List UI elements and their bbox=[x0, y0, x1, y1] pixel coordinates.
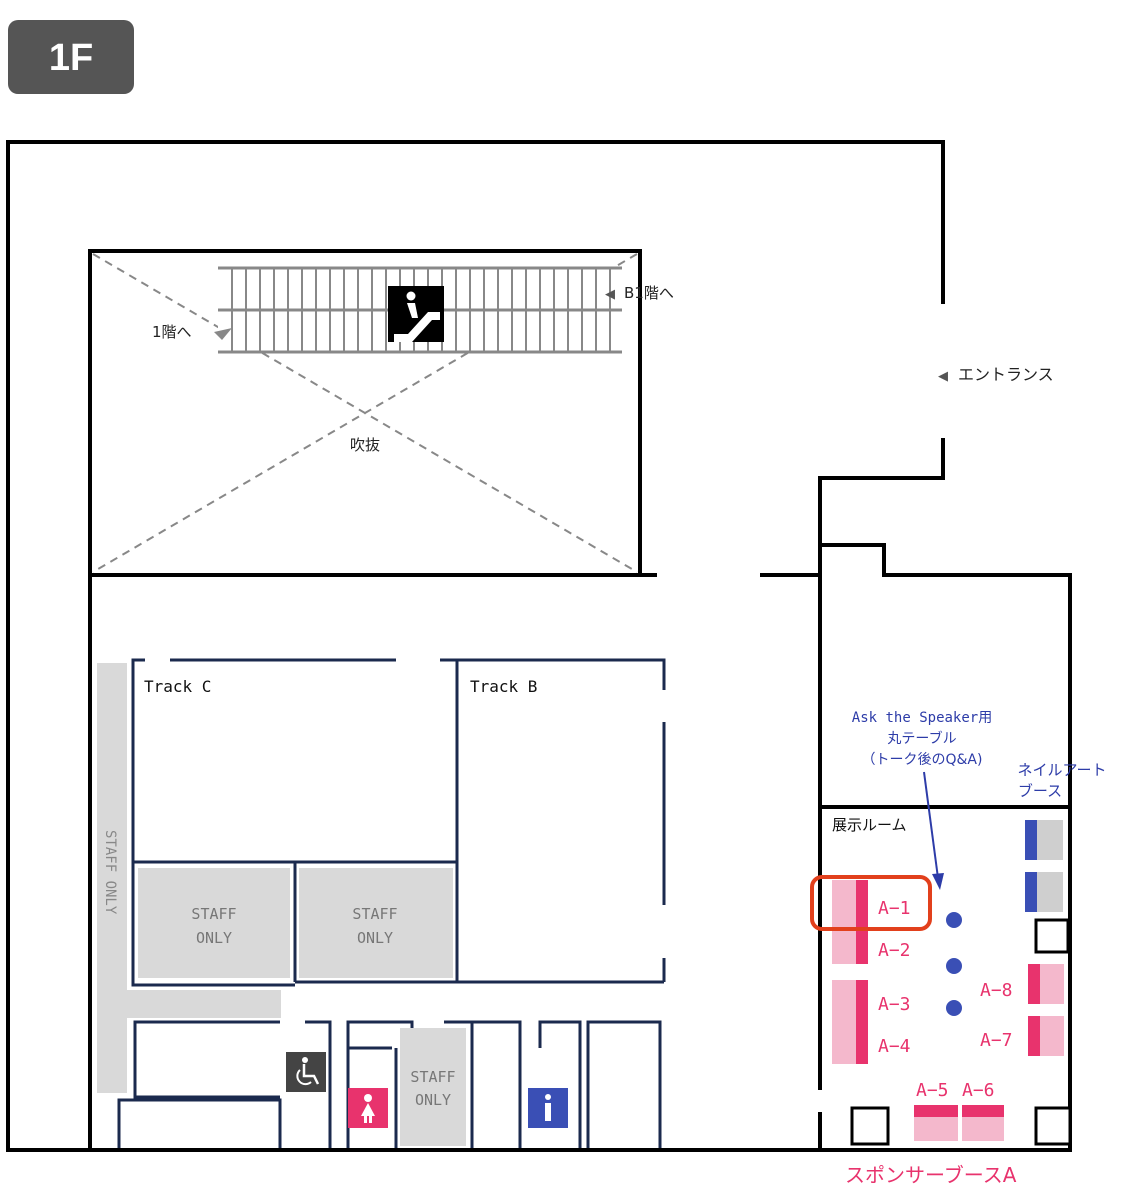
ask-the-speaker-note: Ask the Speaker用 丸テーブル （トーク後のQ&A) bbox=[852, 710, 992, 890]
booth-a-1-highlight bbox=[810, 875, 932, 931]
outer-walls bbox=[6, 140, 1072, 1152]
nail-line-2: ブース bbox=[1018, 782, 1062, 800]
ask-line-3: （トーク後のQ&A) bbox=[862, 752, 983, 768]
booth-a-1[interactable]: A−1 bbox=[832, 880, 911, 922]
booth-a-2-label: A−2 bbox=[878, 940, 911, 961]
track-b-label: Track B bbox=[470, 677, 537, 696]
booth-a-6-label: A−6 bbox=[962, 1080, 995, 1101]
track-rooms bbox=[131, 658, 666, 987]
staff-only-room-1: STAFF ONLY bbox=[138, 868, 290, 978]
information-icon bbox=[528, 1088, 568, 1128]
booth-a-5[interactable]: A−5 bbox=[914, 1080, 958, 1141]
ask-line-1: Ask the Speaker用 bbox=[852, 710, 992, 726]
floor-badge: 1F bbox=[8, 20, 134, 94]
booth-a-8[interactable]: A−8 bbox=[980, 964, 1064, 1004]
arrow-b1: ◀ bbox=[605, 287, 615, 302]
staff-only-room-3: STAFF ONLY bbox=[400, 1028, 466, 1146]
booth-a-3-label: A−3 bbox=[878, 994, 911, 1015]
staff-only-room-3-line2: ONLY bbox=[415, 1091, 451, 1109]
bottom-rooms bbox=[117, 1020, 662, 1148]
pillar bbox=[1034, 918, 1070, 954]
track-c-label: Track C bbox=[144, 677, 211, 696]
round-table bbox=[946, 912, 962, 928]
booth-a-6[interactable]: A−6 bbox=[962, 1080, 1004, 1141]
to-1f-label: 1階へ bbox=[152, 323, 192, 341]
exhibit-room-label: 展示ルーム bbox=[832, 816, 907, 834]
entrance-label: エントランス bbox=[958, 365, 1054, 384]
booth-a-7-label: A−7 bbox=[980, 1030, 1013, 1051]
booth-a-4[interactable]: A−4 bbox=[832, 1022, 911, 1064]
staff-only-corridor: STAFF ONLY bbox=[97, 663, 281, 1093]
booth-a-3[interactable]: A−3 bbox=[832, 980, 911, 1022]
staff-only-room-2-line1: STAFF bbox=[352, 905, 397, 923]
round-table bbox=[946, 1000, 962, 1016]
round-table bbox=[946, 958, 962, 974]
pillar bbox=[1034, 1106, 1072, 1146]
booth-a-8-label: A−8 bbox=[980, 980, 1013, 1001]
staff-only-room-1-line2: ONLY bbox=[196, 929, 232, 947]
to-b1-label: B1階へ bbox=[624, 284, 674, 302]
staff-only-room-3-line1: STAFF bbox=[410, 1068, 455, 1086]
nail-line-1: ネイルアート bbox=[1017, 761, 1106, 779]
nail-art-booth-note: ネイルアート ブース bbox=[1017, 761, 1106, 800]
staff-only-room-1-line1: STAFF bbox=[191, 905, 236, 923]
ask-line-2: 丸テーブル bbox=[887, 730, 956, 747]
staff-only-room-2: STAFF ONLY bbox=[299, 868, 453, 978]
booth-a-5-label: A−5 bbox=[916, 1080, 949, 1101]
booth-a-4-label: A−4 bbox=[878, 1036, 911, 1057]
atrium-label: 吹抜 bbox=[350, 436, 380, 454]
wheelchair-icon bbox=[286, 1052, 326, 1092]
nail-art-booth-1 bbox=[1025, 820, 1063, 860]
staff-only-room-2-line2: ONLY bbox=[357, 929, 393, 947]
escalator: ◀ B1階へ 1階へ bbox=[152, 266, 674, 354]
pillar bbox=[850, 1106, 890, 1146]
booth-a-7[interactable]: A−7 bbox=[980, 1016, 1064, 1056]
ask-arrow-head bbox=[932, 873, 944, 890]
sponsor-booth-label: スポンサーブースA bbox=[845, 1163, 1017, 1187]
to-1f-arrow bbox=[214, 328, 232, 340]
female-restroom-icon bbox=[348, 1088, 388, 1128]
ask-arrow-line bbox=[923, 771, 939, 879]
staff-only-vertical-label: STAFF ONLY bbox=[102, 830, 118, 915]
escalator-icon bbox=[388, 286, 444, 342]
floor-label: 1F bbox=[49, 37, 93, 79]
booth-a-1-label: A−1 bbox=[878, 898, 911, 919]
nail-art-booth-2 bbox=[1025, 872, 1063, 912]
entrance-arrow: ◀ bbox=[938, 369, 948, 384]
